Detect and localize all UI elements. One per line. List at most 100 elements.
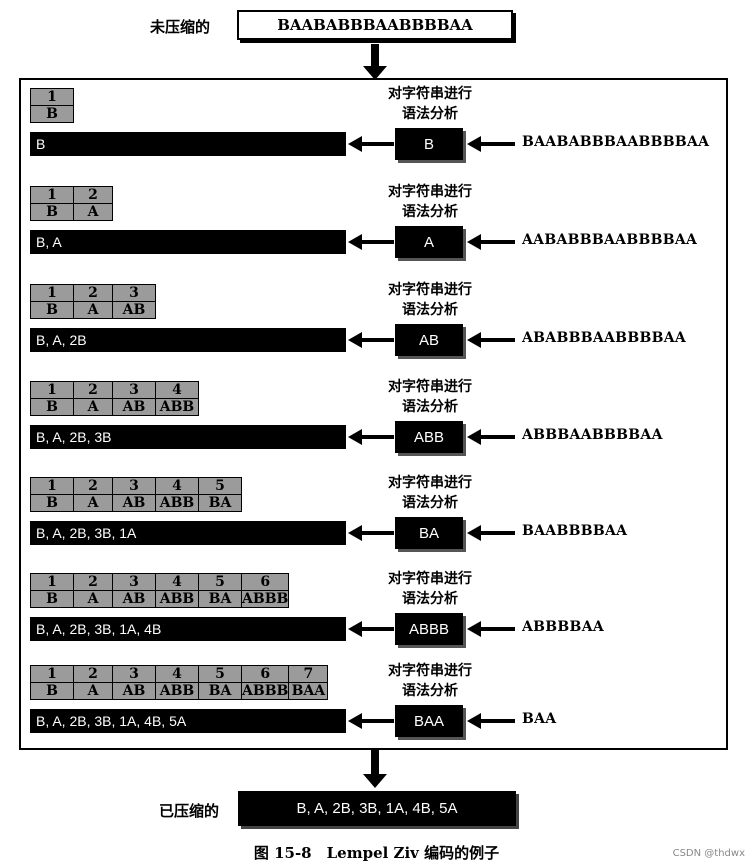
dictionary-index-cell: 5: [198, 477, 242, 495]
parsed-token-box: ABB: [395, 421, 463, 453]
dictionary-index-cell: 2: [73, 186, 113, 204]
parsed-token-box: AB: [395, 324, 463, 356]
uncompressed-input-box: BAABABBBAABBBBAA: [237, 10, 513, 40]
dictionary-index-cell: 2: [73, 284, 113, 302]
left-arrow-icon: [467, 429, 515, 445]
dictionary-entry-cell: BA: [198, 682, 242, 700]
dictionary-index-cell: 3: [112, 284, 156, 302]
encoded-output-bar: B: [30, 132, 346, 156]
encoded-output-bar: B, A, 2B, 3B, 1A, 4B: [30, 617, 346, 641]
dictionary-index-cell: 1: [30, 477, 74, 495]
dictionary-entry-cell: A: [73, 301, 113, 319]
left-arrow-icon: [467, 136, 515, 152]
dictionary-index-cell: 1: [30, 573, 74, 591]
left-arrow-icon: [348, 713, 394, 729]
left-arrow-icon: [348, 525, 394, 541]
dictionary-index-cell: 1: [30, 186, 74, 204]
dictionary-index-cell: 1: [30, 88, 74, 106]
dictionary-entry-cell: B: [30, 590, 74, 608]
encoded-output-bar: B, A, 2B, 3B: [30, 425, 346, 449]
left-arrow-icon: [348, 136, 394, 152]
dictionary-entry-cell: A: [73, 682, 113, 700]
parse-string-label: 对字符串进行 语法分析: [388, 663, 472, 699]
dictionary-entry-cell: A: [73, 590, 113, 608]
dictionary-entry-cell: ABBB: [240, 590, 290, 608]
dictionary-index-cell: 2: [73, 573, 113, 591]
left-arrow-icon: [348, 234, 394, 250]
dictionary-index-cell: 2: [73, 665, 113, 683]
parsed-token-box: BA: [395, 517, 463, 549]
dictionary-entry-cell: A: [73, 398, 113, 416]
dictionary-index-cell: 1: [30, 284, 74, 302]
dictionary-entry-cell: BAA: [288, 682, 329, 700]
figure-caption: 图 15-8 Lempel Ziv 编码的例子: [253, 844, 500, 862]
remaining-string: ABBBAABBBBAA: [522, 427, 663, 443]
dictionary-entry-cell: A: [73, 203, 113, 221]
left-arrow-icon: [467, 525, 515, 541]
parse-string-label: 对字符串进行 语法分析: [388, 184, 472, 220]
down-arrow-icon: [363, 750, 387, 788]
dictionary-index-cell: 1: [30, 665, 74, 683]
dictionary-index-cell: 3: [112, 573, 156, 591]
dictionary-index-cell: 6: [240, 665, 290, 683]
dictionary-entry-cell: AB: [112, 494, 156, 512]
parsed-token-box: B: [395, 128, 463, 160]
dictionary-entry-cell: AB: [112, 398, 156, 416]
dictionary-index-cell: 7: [288, 665, 329, 683]
left-arrow-icon: [467, 332, 515, 348]
compressed-output-box: B, A, 2B, 3B, 1A, 4B, 5A: [238, 791, 516, 826]
dictionary-index-cell: 3: [112, 477, 156, 495]
down-arrow-icon: [363, 44, 387, 80]
compressed-label: 已压缩的: [159, 802, 220, 820]
parsed-token-box: BAA: [395, 705, 463, 737]
left-arrow-icon: [348, 621, 394, 637]
encoded-output-bar: B, A, 2B, 3B, 1A: [30, 521, 346, 545]
dictionary-index-cell: 2: [73, 477, 113, 495]
parse-string-label: 对字符串进行 语法分析: [388, 86, 472, 122]
dictionary-entry-cell: ABB: [155, 590, 199, 608]
dictionary-entry-cell: ABBB: [240, 682, 290, 700]
dictionary-index-cell: 4: [155, 381, 199, 399]
left-arrow-icon: [467, 713, 515, 729]
dictionary-entry-cell: B: [30, 203, 74, 221]
dictionary-index-cell: 1: [30, 381, 74, 399]
left-arrow-icon: [348, 332, 394, 348]
dictionary-entry-cell: AB: [112, 682, 156, 700]
dictionary-index-cell: 3: [112, 381, 156, 399]
parsed-token-box: ABBB: [395, 613, 463, 645]
parse-string-label: 对字符串进行 语法分析: [388, 475, 472, 511]
parse-string-label: 对字符串进行 语法分析: [388, 571, 472, 607]
dictionary-index-cell: 4: [155, 573, 199, 591]
dictionary-entry-cell: BA: [198, 494, 242, 512]
dictionary-entry-cell: B: [30, 105, 74, 123]
dictionary-index-cell: 2: [73, 381, 113, 399]
dictionary-entry-cell: B: [30, 398, 74, 416]
dictionary-index-cell: 3: [112, 665, 156, 683]
uncompressed-label: 未压缩的: [150, 18, 211, 36]
dictionary-entry-cell: B: [30, 682, 74, 700]
remaining-string: AABABBBAABBBBAA: [522, 232, 698, 248]
encoded-output-bar: B, A: [30, 230, 346, 254]
left-arrow-icon: [348, 429, 394, 445]
dictionary-entry-cell: AB: [112, 301, 156, 319]
remaining-string: ABBBBAA: [522, 619, 605, 635]
dictionary-entry-cell: ABB: [155, 682, 199, 700]
dictionary-index-cell: 4: [155, 665, 199, 683]
dictionary-entry-cell: ABB: [155, 398, 199, 416]
encoded-output-bar: B, A, 2B: [30, 328, 346, 352]
left-arrow-icon: [467, 234, 515, 250]
remaining-string: BAABBBBAA: [522, 523, 628, 539]
dictionary-entry-cell: B: [30, 301, 74, 319]
watermark: CSDN @thdwx: [672, 848, 745, 859]
dictionary-index-cell: 5: [198, 573, 242, 591]
parse-string-label: 对字符串进行 语法分析: [388, 282, 472, 318]
parsed-token-box: A: [395, 226, 463, 258]
remaining-string: BAABABBBAABBBBAA: [522, 134, 710, 150]
process-frame: [19, 78, 728, 750]
